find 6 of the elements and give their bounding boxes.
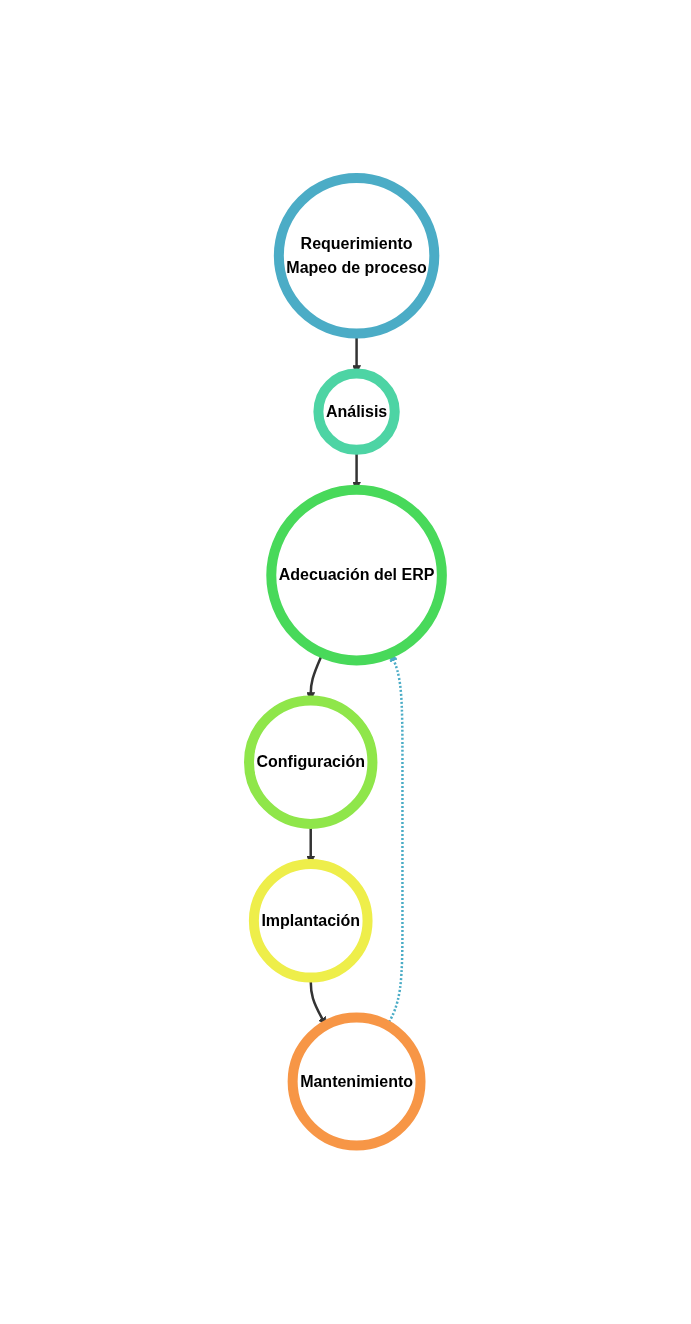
node-circle: Requerimiento Mapeo de proceso bbox=[273, 173, 440, 339]
node-circle: Adecuación del ERP bbox=[266, 485, 447, 666]
node-circle: Implantación bbox=[248, 859, 373, 983]
node-circle: Análisis bbox=[313, 368, 400, 456]
node-circle: Mantenimiento bbox=[287, 1012, 426, 1151]
node-circle: Configuración bbox=[244, 695, 378, 830]
